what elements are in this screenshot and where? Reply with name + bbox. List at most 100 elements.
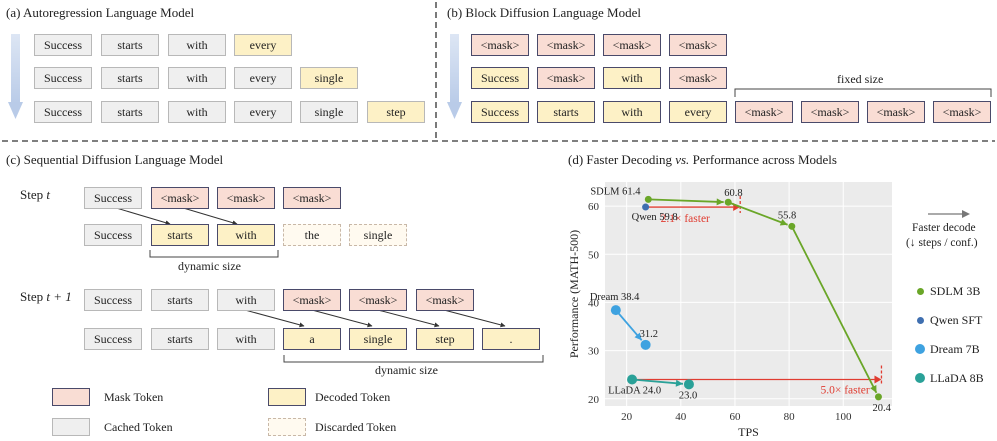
data-point (627, 374, 638, 385)
x-tick-label: 60 (729, 411, 741, 423)
speedup-label-1: 2.1× faster (661, 213, 710, 225)
sd-row1-token-2: <mask> (151, 187, 209, 209)
sd-row3-token-5: <mask> (349, 289, 407, 311)
point-label: 31.2 (640, 329, 658, 340)
x-tick-label: 20 (621, 411, 633, 423)
sd-row3-token-4: <mask> (283, 289, 341, 311)
ar-row1-token-1: Success (34, 34, 92, 56)
panel-c-caption: (c) Sequential Diffusion Language Model (6, 152, 224, 167)
step-t1-word: Step (20, 289, 44, 304)
sd-row4-token-7: . (482, 328, 540, 350)
point-label: Dream 38.4 (590, 292, 640, 303)
sd-row1-token-3: <mask> (217, 187, 275, 209)
legend-marker (916, 316, 924, 324)
legend-discarded-swatch (268, 418, 306, 436)
panel-d-caption-vs: vs. (675, 152, 690, 167)
speedup-label-2: 5.0× faster (820, 385, 869, 397)
series-arrowhead (716, 198, 724, 206)
ar-row1-token-4: every (234, 34, 292, 56)
sd-row4-token-3: with (217, 328, 275, 350)
legend-mask-label: Mask Token (104, 390, 164, 404)
data-point (644, 195, 652, 203)
dynamic-size-label-1: dynamic size (178, 259, 241, 273)
data-point (724, 198, 732, 206)
x-tick-label: 100 (835, 411, 852, 423)
legend-label: LLaDA 8B (930, 371, 984, 385)
y-tick-label: 50 (588, 249, 600, 261)
series-line (727, 201, 788, 226)
sd-row1-token-1: Success (84, 187, 142, 209)
sd-row2-token-3: with (217, 224, 275, 246)
panel-d-caption: (d) Faster Decoding vs. Performance acro… (568, 152, 837, 168)
sd-row1-token-4: <mask> (283, 187, 341, 209)
step-t-word: Step (20, 187, 44, 202)
sd-row3-token-6: <mask> (416, 289, 474, 311)
bd-row3-token-4: every (669, 101, 727, 123)
ar-row3-token-6: step (367, 101, 425, 123)
chart-grid (605, 182, 892, 406)
series-arrowhead (675, 379, 683, 387)
ar-row3-token-3: with (168, 101, 226, 123)
sd-row3-token-2: starts (151, 289, 209, 311)
bd-row2-token-2: <mask> (537, 67, 595, 89)
bd-row1-token-2: <mask> (537, 34, 595, 56)
step-t1-variable: t + 1 (46, 289, 72, 304)
bd-row3-token-3: with (603, 101, 661, 123)
series-line (648, 198, 724, 203)
sd-row3-token-3: with (217, 289, 275, 311)
legend-marker (915, 344, 925, 354)
sd-row4-token-6: step (416, 328, 474, 350)
point-label: 23.0 (679, 390, 697, 401)
panel-d-caption-pre: (d) Faster Decoding (568, 152, 676, 167)
point-label: 60.8 (724, 188, 742, 199)
sd-row4-token-1: Success (84, 328, 142, 350)
ar-row2-token-3: with (168, 67, 226, 89)
dynamic-size-label-2: dynamic size (375, 363, 438, 377)
y-tick-label: 60 (588, 201, 600, 213)
data-point (874, 393, 882, 401)
bd-row3-token-7: <mask> (867, 101, 925, 123)
bd-row2-token-1: Success (471, 67, 529, 89)
sd-row4-token-4: a (283, 328, 341, 350)
series-arrowhead (779, 218, 788, 226)
ar-row3-token-2: starts (101, 101, 159, 123)
legend-mask-swatch (52, 388, 90, 406)
x-tick-label: 40 (675, 411, 687, 423)
ar-row2-token-5: single (300, 67, 358, 89)
data-point (642, 203, 650, 211)
x-axis-label: TPS (738, 425, 759, 439)
panel-b-caption: (b) Block Diffusion Language Model (447, 5, 641, 20)
legend-marker (915, 373, 925, 383)
ar-row1-token-2: starts (101, 34, 159, 56)
faster-decode-label: Faster decode (912, 222, 976, 234)
legend-discarded-label: Discarded Token (315, 420, 397, 434)
speedup-arrowhead-2 (874, 375, 882, 384)
bd-row2-token-3: with (603, 67, 661, 89)
point-label: SDLM 61.4 (590, 186, 641, 197)
point-label: Qwen 59.8 (632, 212, 678, 223)
bd-row3-token-8: <mask> (933, 101, 991, 123)
legend-label: Dream 7B (930, 342, 980, 356)
sd-row2-token-2: starts (151, 224, 209, 246)
y-tick-label: 30 (588, 346, 600, 358)
series-line (791, 225, 878, 394)
step-t-variable: t (46, 187, 50, 202)
bd-row1-token-3: <mask> (603, 34, 661, 56)
sd-row4-token-2: starts (151, 328, 209, 350)
bd-row3-token-1: Success (471, 101, 529, 123)
sd-row2-token-4: the (283, 224, 341, 246)
panel-a-caption: (a) Autoregression Language Model (6, 5, 195, 20)
point-label: LLaDA 24.0 (608, 386, 661, 397)
faster-decode-sublabel: (↓ steps / conf.) (906, 237, 978, 249)
sd-row2-token-5: single (349, 224, 407, 246)
data-point (683, 379, 694, 390)
ar-row3-token-1: Success (34, 101, 92, 123)
data-point (788, 222, 796, 230)
ar-row2-token-1: Success (34, 67, 92, 89)
series-arrowhead (870, 385, 877, 393)
